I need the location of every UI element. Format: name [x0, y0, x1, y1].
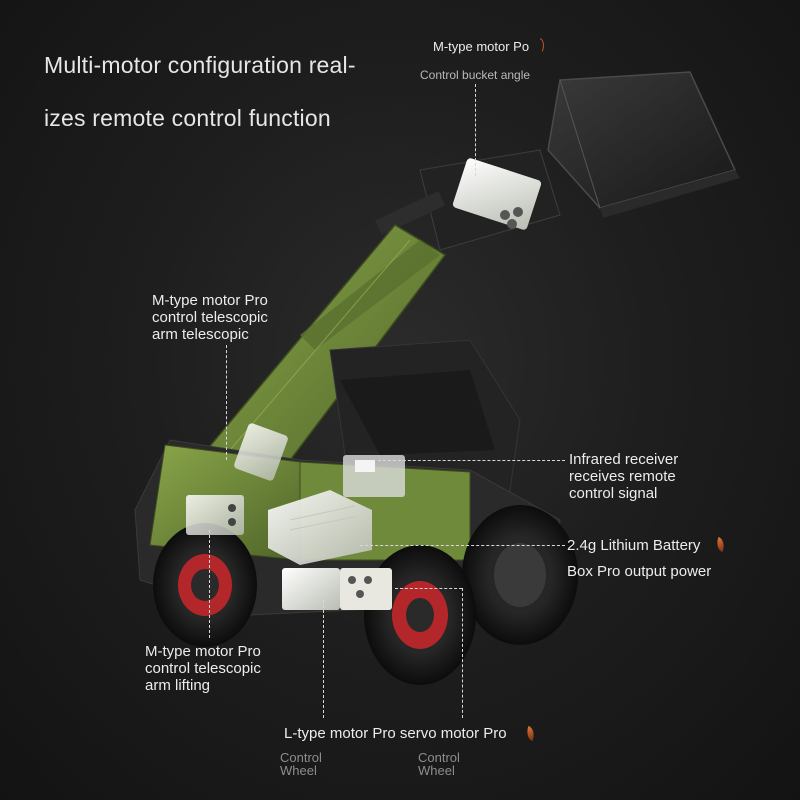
lifting-motor-leader: [209, 530, 210, 638]
bucket-motor-title: M-type motor Po: [433, 39, 530, 54]
ir-receiver-line-3: control signal: [569, 485, 658, 502]
front-right-wheel: [364, 545, 476, 685]
wheel-right-line-2: Wheel: [418, 763, 455, 778]
l-motor-leader: [323, 600, 324, 718]
lifting-motor-line-1: M-type motor Pro: [145, 643, 261, 660]
lifting-motor-line-2: control telescopic: [145, 660, 261, 677]
wheel-left-line-2: Wheel: [280, 763, 317, 778]
telescopic-motor-line-1: M-type motor Pro: [152, 292, 268, 309]
wheel-right-line-1: Control: [418, 750, 460, 765]
servo-motor-leader-horizontal: [395, 588, 462, 589]
wheel-motors: [282, 568, 392, 610]
bucket: [547, 71, 740, 218]
telescopic-motor-leader: [226, 345, 227, 460]
ir-receiver-module: [343, 455, 405, 497]
battery-line-1: 2.4g Lithium Battery: [567, 537, 701, 554]
lifting-motor-line-3: arm lifting: [145, 677, 211, 694]
ir-receiver-line-1: Infrared receiver: [569, 451, 679, 468]
headline-line-2: izes remote control function: [44, 105, 331, 131]
ir-receiver-leader: [378, 460, 565, 461]
servo-motor-leader: [462, 588, 463, 718]
front-left-wheel: [153, 523, 257, 647]
battery-leader: [360, 545, 565, 546]
wheel-left-line-1: Control: [280, 750, 322, 765]
telescopic-motor: [234, 423, 288, 481]
ir-receiver-line-2: receives remote: [569, 468, 676, 485]
bucket-motor-subtitle: Control bucket angle: [420, 68, 531, 82]
battery-box: [268, 490, 372, 565]
battery-line-2: Box Pro output power: [567, 563, 712, 580]
wheel-motors-label: L-type motor Pro servo motor Pro: [284, 725, 507, 742]
rear-right-wheel: [462, 505, 578, 645]
lifting-motor: [186, 495, 244, 535]
telescopic-motor-line-2: control telescopic: [152, 309, 268, 326]
bucket-motor: [452, 158, 542, 230]
headline-line-1: Multi-motor configuration real-: [44, 52, 356, 78]
bucket-motor-leader: [475, 84, 476, 176]
telescopic-motor-line-3: arm telescopic: [152, 326, 249, 343]
